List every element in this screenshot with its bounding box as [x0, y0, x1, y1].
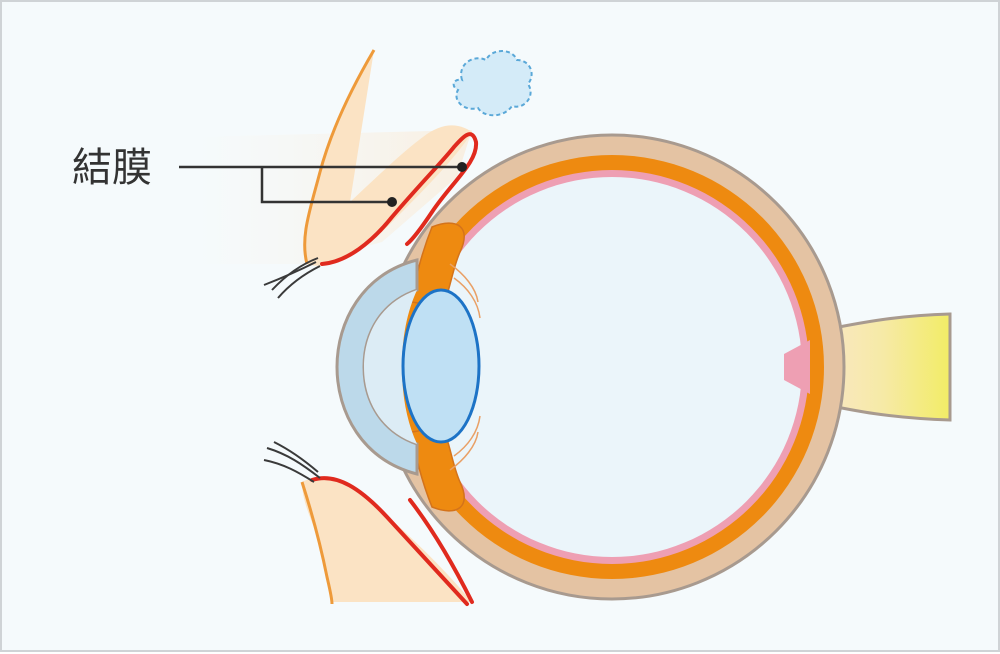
optic-disc — [784, 340, 810, 394]
upper-eyelid — [304, 50, 472, 266]
upper-eyelid-outline — [303, 49, 376, 265]
zonule-fibers — [449, 263, 481, 471]
conjunctiva-label: 結膜 — [72, 145, 152, 191]
leader-dot-lower — [387, 197, 397, 207]
lens — [401, 288, 481, 444]
upper-eyelashes — [263, 257, 321, 299]
anterior-chamber — [364, 290, 417, 444]
tear-cloud-icon — [452, 50, 533, 117]
conjunctiva-lower — [310, 476, 474, 606]
vitreous-body — [422, 177, 802, 557]
leader-dot-upper — [457, 162, 467, 172]
ciliary-body-upper — [411, 222, 465, 308]
conjunctiva-upper — [320, 132, 479, 266]
lower-eyelashes — [263, 441, 321, 483]
ciliary-body-lower — [411, 426, 465, 512]
lower-eyelid-outline — [300, 481, 334, 605]
conjunctiva-leader-lines — [179, 165, 462, 204]
lower-eyelid — [302, 478, 472, 602]
